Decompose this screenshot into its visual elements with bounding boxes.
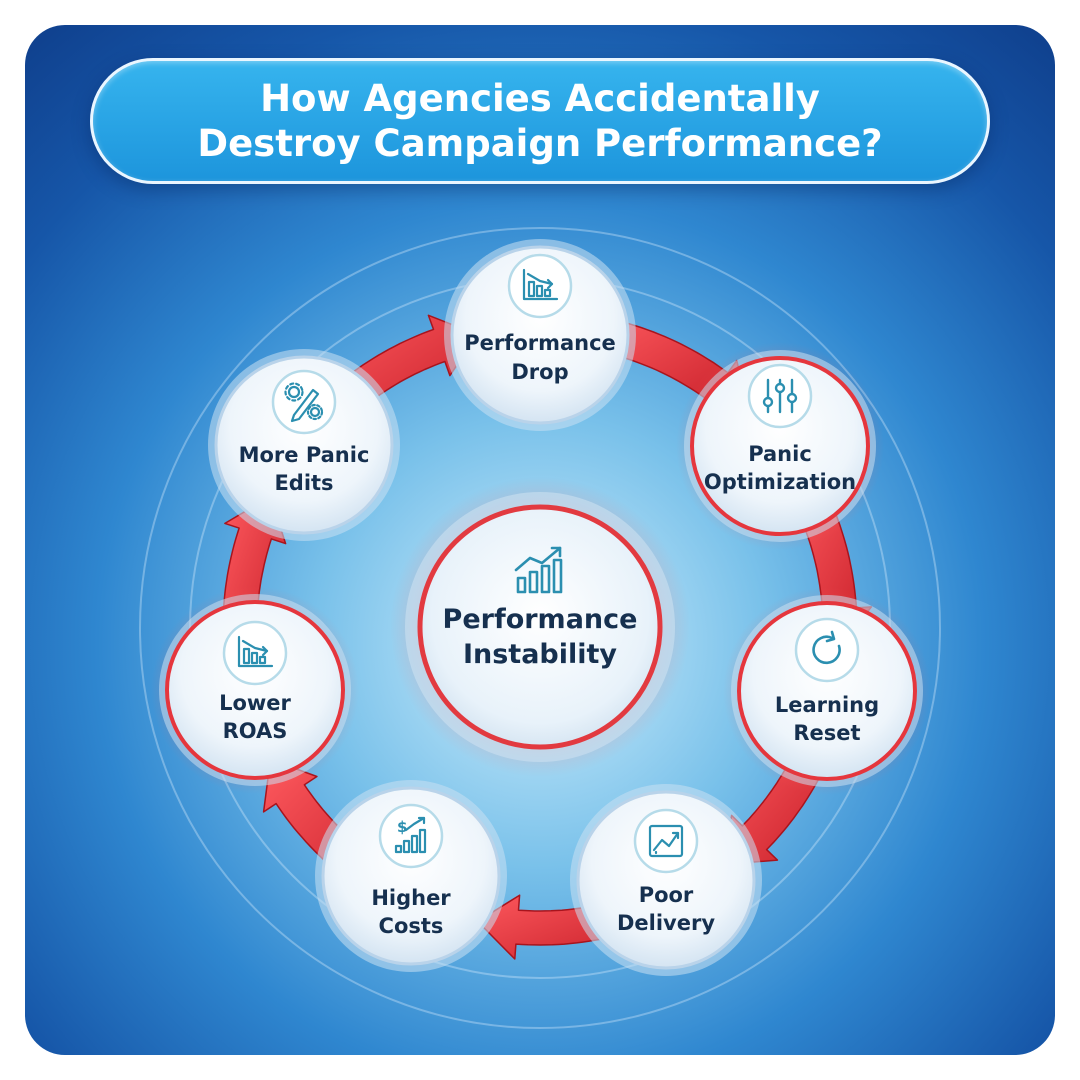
sliders-icon — [762, 378, 798, 414]
node-performance-drop-circle — [450, 245, 630, 425]
node-performance-drop-line-1: Performance — [464, 331, 616, 355]
node-panic-optimization-line-2: Optimization — [704, 470, 856, 494]
node-higher-costs-line-1: Higher — [371, 886, 451, 910]
refresh-icon — [812, 630, 841, 665]
node-lower-roas: Lower ROAS — [151, 586, 359, 794]
node-learning-reset-line-1: Learning — [775, 693, 879, 717]
node-more-panic-edits: More Panic Edits — [208, 349, 400, 541]
node-poor-delivery-circle — [576, 790, 756, 970]
node-poor-delivery-line-1: Poor — [639, 883, 694, 907]
line-chart-icon — [648, 824, 684, 858]
center-label-line-2: Instability — [463, 639, 617, 670]
node-lower-roas-line-2: ROAS — [223, 719, 288, 743]
node-lower-roas-line-1: Lower — [219, 691, 291, 715]
center-label-line-1: Performance — [443, 604, 638, 635]
node-learning-reset-line-2: Reset — [793, 721, 860, 745]
declining-bars-icon — [522, 268, 559, 301]
outer-ring — [139, 227, 941, 1029]
node-higher-costs: $ Higher Costs — [315, 780, 507, 972]
node-more-panic-edits-line-1: More Panic — [239, 443, 370, 467]
node-panic-optimization: Panic Optimization — [676, 342, 884, 550]
node-learning-reset-circle — [737, 601, 917, 781]
node-more-panic-edits-line-2: Edits — [274, 471, 333, 495]
node-poor-delivery: Poor Delivery — [570, 784, 762, 976]
svg-text:$: $ — [397, 818, 407, 836]
node-higher-costs-circle — [321, 786, 501, 966]
trending-up-bars-icon — [514, 546, 563, 594]
node-performance-drop-line-2: Drop — [511, 360, 568, 384]
center-node: Performance Instability — [390, 477, 690, 777]
node-poor-delivery-line-2: Delivery — [617, 911, 715, 935]
node-higher-costs-line-2: Costs — [379, 914, 444, 938]
node-panic-optimization-line-1: Panic — [748, 442, 812, 466]
node-learning-reset: Learning Reset — [723, 587, 931, 795]
node-poor-delivery-icon-badge — [633, 808, 699, 874]
center-circle — [417, 504, 663, 750]
node-performance-drop: Performance Drop — [444, 239, 636, 431]
node-learning-reset-icon-badge — [794, 617, 860, 683]
node-more-panic-edits-circle — [214, 355, 394, 535]
node-panic-optimization-circle — [690, 356, 870, 536]
dollar-rising-bars-icon: $ — [394, 816, 427, 854]
title-line-2: Destroy Campaign Performance? — [197, 122, 883, 165]
title-line-1: How Agencies Accidentally — [260, 77, 820, 120]
pencil-gears-icon — [284, 382, 324, 423]
declining-bars-icon — [237, 635, 274, 668]
node-lower-roas-circle — [165, 600, 345, 780]
title-banner: How Agencies Accidentally Destroy Campai… — [90, 58, 990, 184]
